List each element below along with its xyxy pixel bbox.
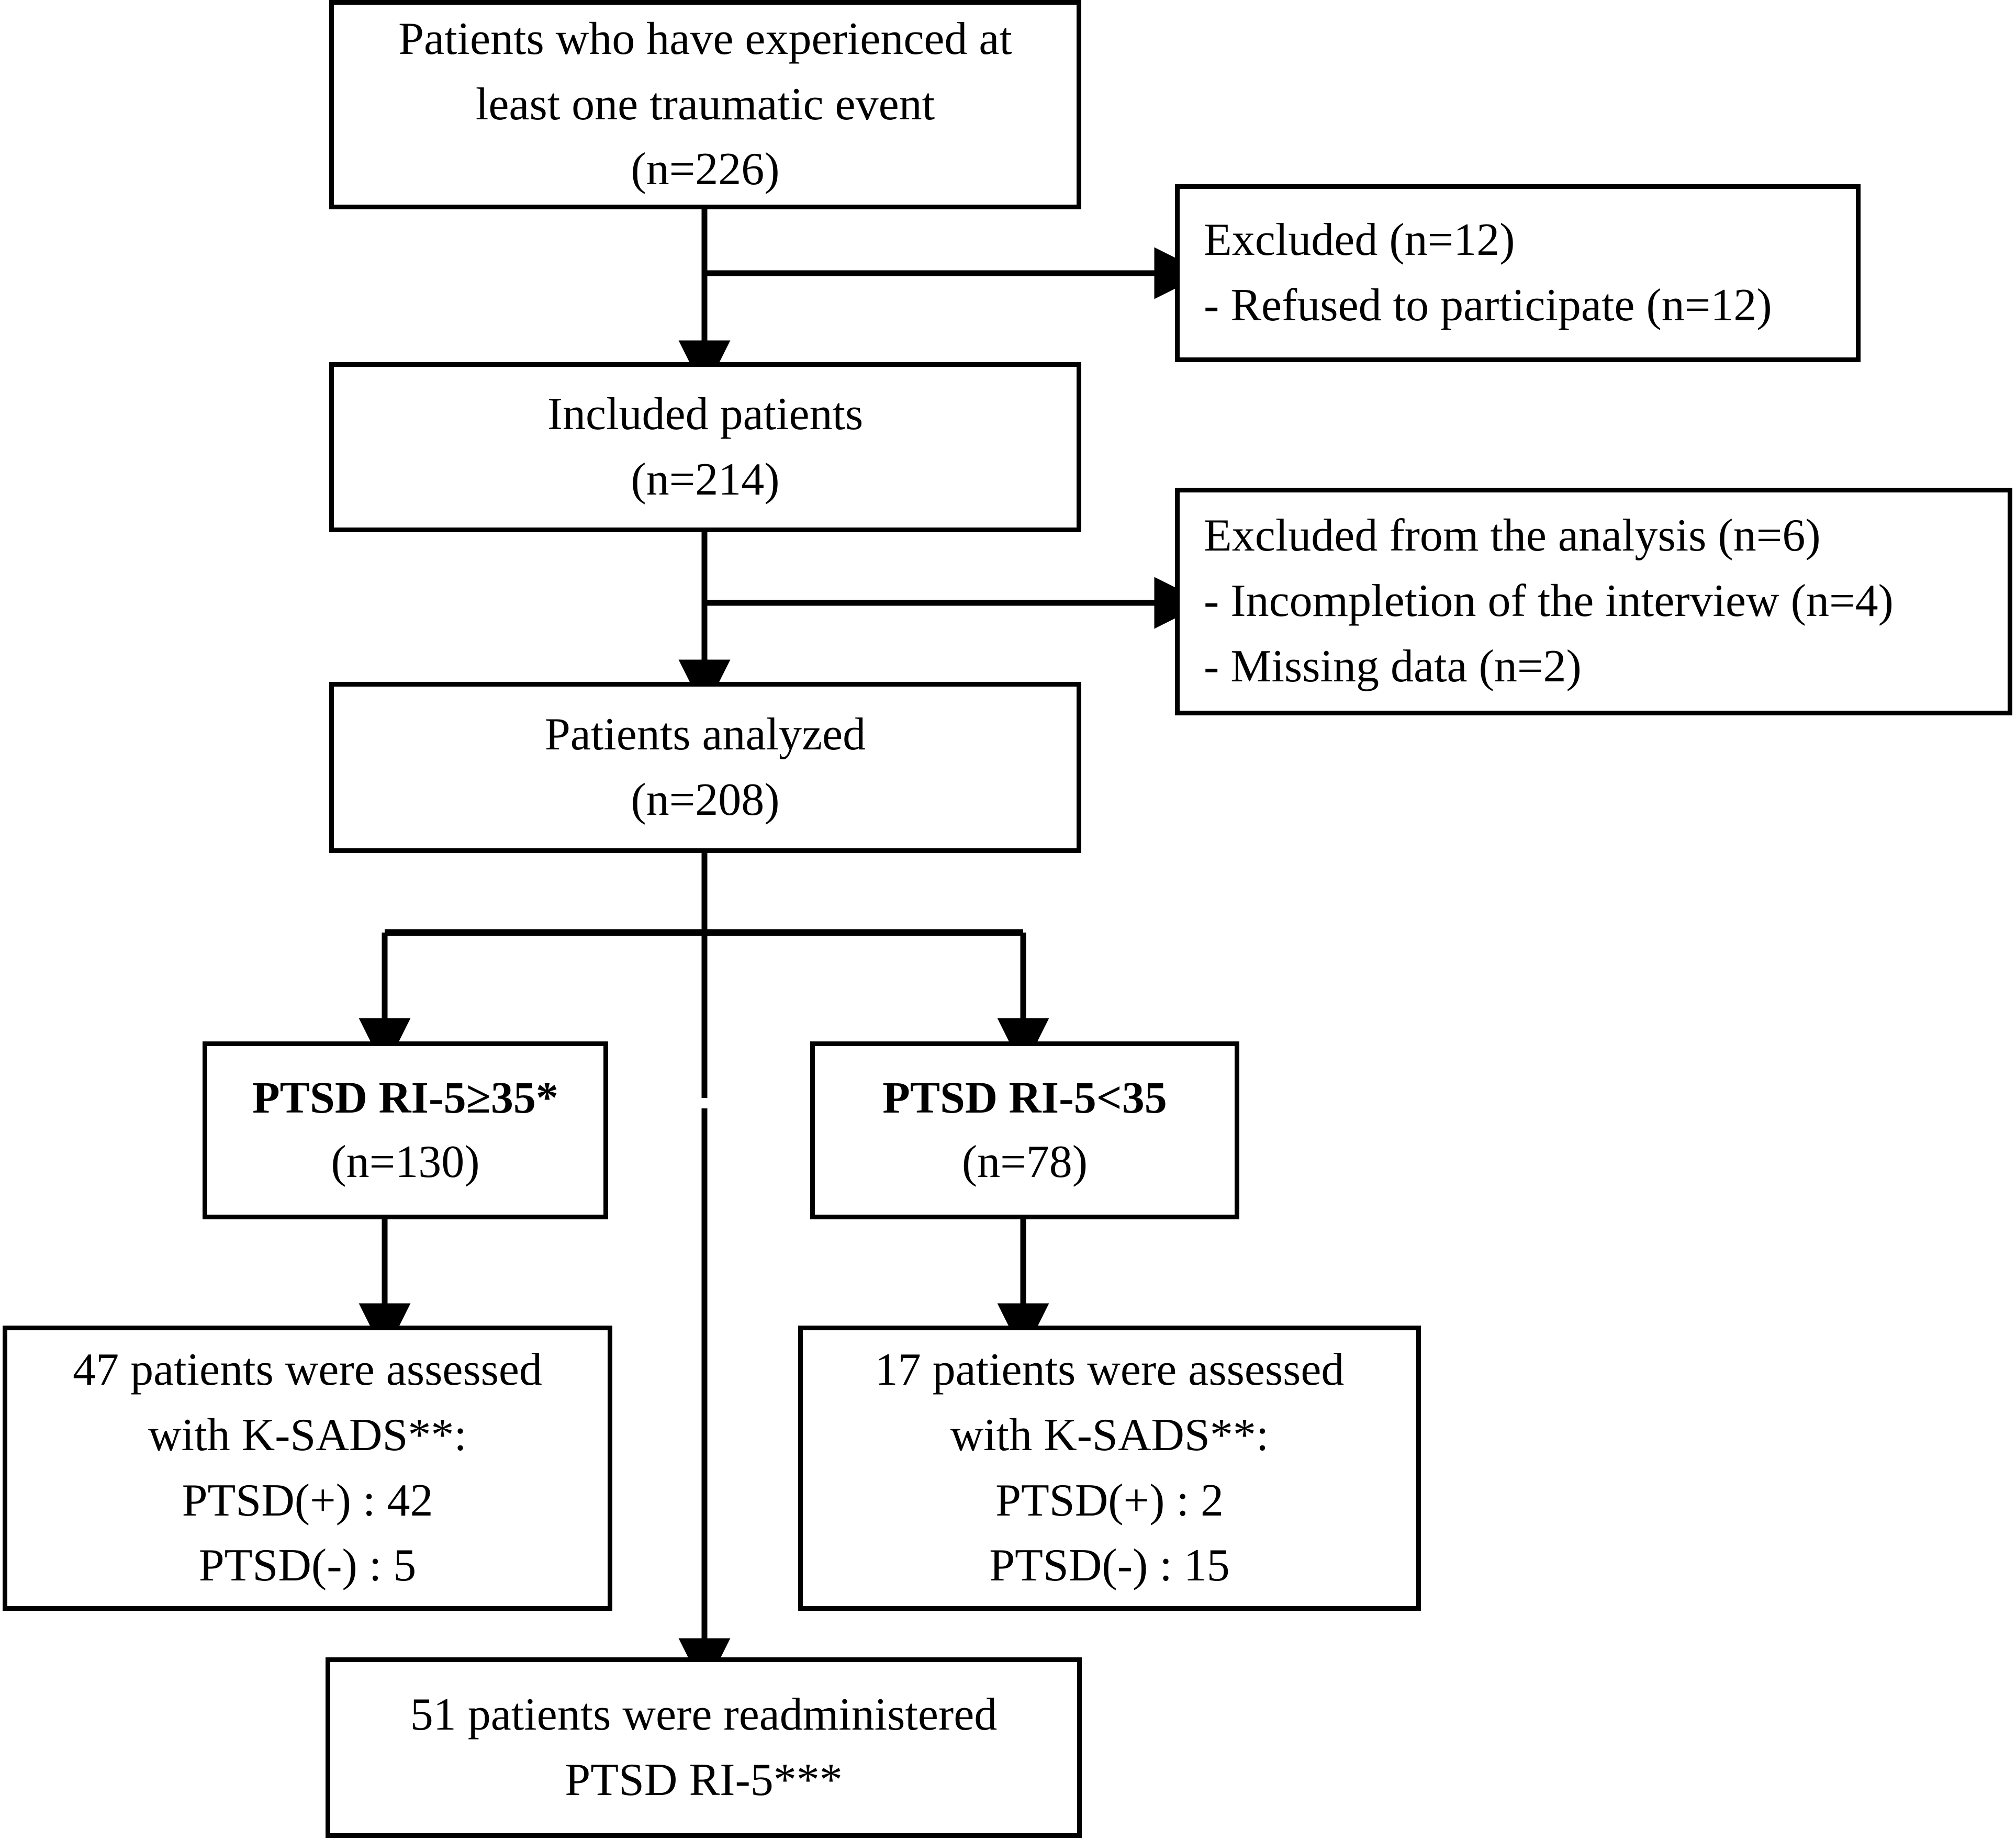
node-readministered: 51 patients were readministered PTSD RI-… <box>326 1657 1082 1838</box>
node-excluded-1: Excluded (n=12) - Refused to participate… <box>1175 184 1861 362</box>
node-group-high-count: (n=130) <box>331 1136 480 1187</box>
node-group-high-label: PTSD RI-5≥35* <box>252 1072 558 1123</box>
node-ksads-high-line-1: 47 patients were assessed <box>73 1344 542 1395</box>
node-ksads-low: 17 patients were assessed with K-SADS**:… <box>798 1326 1421 1611</box>
node-enrolled-line-1: Patients who have experienced at <box>398 13 1012 64</box>
node-ksads-high-line-2: with K-SADS**: <box>148 1409 467 1461</box>
node-included: Included patients (n=214) <box>329 362 1081 532</box>
node-analyzed: Patients analyzed (n=208) <box>329 682 1081 853</box>
node-excluded-1-line-2: - Refused to participate (n=12) <box>1204 280 1772 331</box>
node-analyzed-line-1: Patients analyzed <box>544 709 866 760</box>
node-group-low-count: (n=78) <box>961 1136 1088 1187</box>
node-excluded-1-line-1: Excluded (n=12) <box>1204 215 1515 266</box>
node-excluded-2: Excluded from the analysis (n=6) - Incom… <box>1175 488 2012 715</box>
node-enrolled-line-2: least one traumatic event <box>475 78 935 130</box>
node-ksads-low-line-1: 17 patients were assessed <box>875 1344 1345 1395</box>
node-group-low-label: PTSD RI-5<35 <box>882 1072 1167 1123</box>
node-readministered-line-2: PTSD RI-5*** <box>565 1754 843 1805</box>
node-readministered-line-1: 51 patients were readministered <box>410 1689 998 1740</box>
node-included-line-1: Included patients <box>547 388 864 440</box>
node-ksads-high: 47 patients were assessed with K-SADS**:… <box>3 1326 612 1611</box>
node-ksads-high-ptsd-negative: PTSD(-) : 5 <box>198 1540 417 1591</box>
node-ksads-low-ptsd-positive: PTSD(+) : 2 <box>995 1475 1224 1526</box>
node-excluded-2-line-1: Excluded from the analysis (n=6) <box>1204 510 1821 562</box>
node-enrolled: Patients who have experienced at least o… <box>329 0 1081 209</box>
node-analyzed-line-2: (n=208) <box>631 774 780 825</box>
node-excluded-2-line-3: - Missing data (n=2) <box>1204 641 1582 692</box>
node-ksads-low-line-2: with K-SADS**: <box>950 1409 1269 1461</box>
node-enrolled-line-3: (n=226) <box>631 144 780 195</box>
node-excluded-2-line-2: - Incompletion of the interview (n=4) <box>1204 576 1894 627</box>
node-ksads-high-ptsd-positive: PTSD(+) : 42 <box>182 1475 433 1526</box>
node-group-low: PTSD RI-5<35 (n=78) <box>810 1041 1239 1219</box>
node-group-high: PTSD RI-5≥35* (n=130) <box>203 1041 608 1219</box>
node-ksads-low-ptsd-negative: PTSD(-) : 15 <box>989 1540 1230 1591</box>
node-included-line-2: (n=214) <box>631 454 780 505</box>
